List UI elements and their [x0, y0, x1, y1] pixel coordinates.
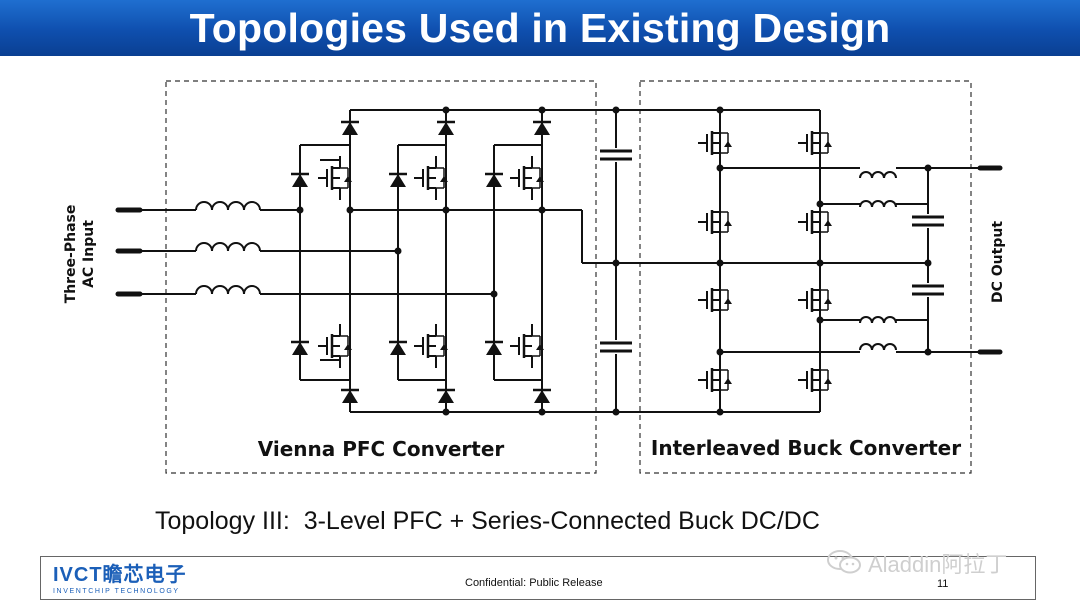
output-label: DC Output	[990, 221, 1006, 303]
input-label-line1: Three-Phase	[63, 205, 79, 304]
input-inductors	[195, 201, 261, 295]
vienna-diodes	[289, 112, 553, 412]
logo-sub-text: INVENTCHIP TECHNOLOGY	[53, 588, 180, 595]
topology-caption: Topology III: 3-Level PFC + Series-Conne…	[155, 507, 820, 535]
confidential-notice: Confidential: Public Release	[465, 577, 603, 589]
title-bar	[0, 0, 1080, 56]
wiring	[115, 109, 1003, 413]
watermark-text: Aladdin阿拉丁	[868, 552, 1008, 577]
vienna-label: Vienna PFC Converter	[258, 437, 505, 461]
junction-dots	[296, 106, 932, 416]
wechat-icon	[827, 550, 861, 574]
input-label-line2: AC Input	[81, 220, 97, 288]
output-inductors	[859, 160, 897, 354]
buck-label: Interleaved Buck Converter	[651, 436, 961, 460]
page-number: 11	[937, 578, 949, 590]
footer: IVCT瞻芯电子 INVENTCHIP TECHNOLOGY Confident…	[40, 556, 1036, 600]
interleaved-buck-box	[639, 80, 972, 474]
company-logo: IVCT瞻芯电子 INVENTCHIP TECHNOLOGY	[53, 565, 233, 595]
watermark: Aladdin阿拉丁	[826, 546, 1066, 577]
slide-title: Topologies Used in Existing Design	[189, 5, 891, 51]
logo-main-text: IVCT瞻芯电子	[53, 564, 187, 586]
vienna-mosfets	[316, 154, 546, 370]
vienna-pfc-box	[165, 80, 597, 474]
